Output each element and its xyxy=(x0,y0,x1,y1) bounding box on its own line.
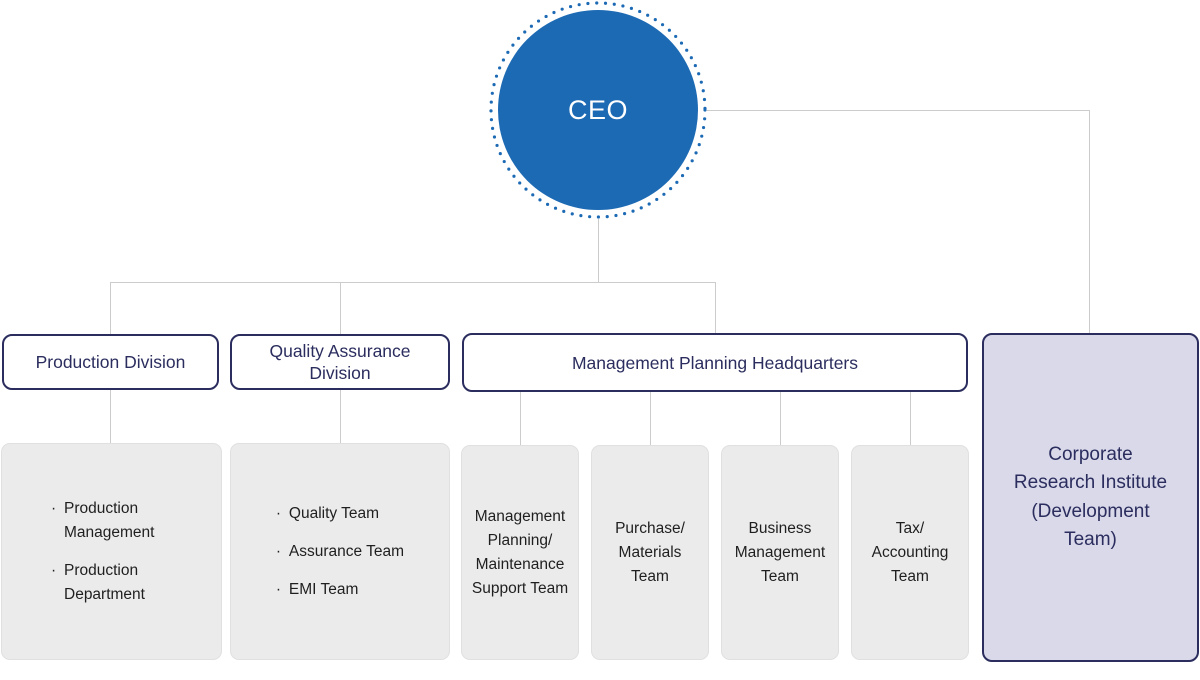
connector-ceo-to-institute-horizontal xyxy=(707,110,1090,111)
team-list: · Production Management · Production Dep… xyxy=(51,497,172,607)
team-list-item: · EMI Team xyxy=(276,578,404,602)
bullet-dot: · xyxy=(275,542,282,560)
team-label-line: Business xyxy=(748,519,812,537)
connector-drop-mph xyxy=(715,282,716,333)
team-label-line: Maintenance xyxy=(475,555,565,573)
team-item-text: Quality Team xyxy=(288,504,380,522)
connector-main-horizontal xyxy=(110,282,716,283)
ceo-dotted-ring xyxy=(489,1,707,219)
team-label-line: Planning/ xyxy=(487,531,553,549)
team-list-item: · Quality Team xyxy=(276,502,404,526)
node-production-division: Production Division xyxy=(2,334,219,390)
team-label: Purchase/ Materials Team xyxy=(615,517,685,589)
team-list: · Quality Team · Assurance Team · EMI Te… xyxy=(276,502,404,602)
node-label-line: Team) xyxy=(1064,529,1117,550)
connector-drop-production xyxy=(110,282,111,334)
team-item-text: EMI Team xyxy=(288,580,359,598)
team-item-text: Production Department xyxy=(64,561,145,603)
node-label-line: Corporate xyxy=(1048,443,1133,465)
node-business-management-team: Business Management Team xyxy=(721,445,839,660)
team-list-item: · Production Management xyxy=(51,497,172,545)
connector-mph-to-team-2 xyxy=(650,392,651,445)
team-label: Management Planning/ Maintenance Support… xyxy=(472,505,568,601)
connector-drop-qa xyxy=(340,282,341,334)
node-label-line: Division xyxy=(309,363,371,383)
team-label-line: Tax/ xyxy=(895,519,925,537)
connector-production-to-teams xyxy=(110,390,111,443)
bullet-dot: · xyxy=(51,499,57,517)
team-label: Tax/ Accounting Team xyxy=(872,517,949,589)
connector-ceo-stem xyxy=(598,219,599,282)
node-label-line: Research Institute xyxy=(1013,472,1168,493)
node-label-line: (Development xyxy=(1031,500,1150,522)
connector-mph-to-team-1 xyxy=(520,392,521,445)
connector-institute-drop xyxy=(1089,110,1090,333)
node-label-line: Management Planning Headquarters xyxy=(571,352,858,373)
team-label-line: Support Team xyxy=(471,579,569,597)
team-label-line: Materials xyxy=(618,543,682,561)
node-management-planning-maintenance-support-team: Management Planning/ Maintenance Support… xyxy=(461,445,579,660)
bullet-dot: · xyxy=(275,504,282,522)
team-label-line: Management xyxy=(734,543,826,561)
bullet-dot: · xyxy=(275,580,282,598)
node-label-line: Production Division xyxy=(35,352,186,372)
node-tax-accounting-team: Tax/ Accounting Team xyxy=(851,445,969,660)
connector-qa-to-teams xyxy=(340,390,341,443)
team-label-line: Accounting xyxy=(871,543,949,561)
node-corporate-research-institute: Corporate Research Institute (Developmen… xyxy=(982,333,1199,662)
team-list-item: · Production Department xyxy=(51,559,172,607)
node-label-line: Quality Assurance xyxy=(269,341,411,361)
bullet-dot: · xyxy=(51,561,57,579)
team-label-line: Management xyxy=(474,507,566,525)
connector-mph-to-team-4 xyxy=(910,392,911,445)
node-quality-assurance-teams: · Quality Team · Assurance Team · EMI Te… xyxy=(230,443,450,660)
team-label: Business Management Team xyxy=(735,517,825,589)
node-production-teams: · Production Management · Production Dep… xyxy=(1,443,222,660)
team-label-line: Team xyxy=(631,567,669,585)
team-item-text: Assurance Team xyxy=(288,542,405,560)
ceo-node: CEO xyxy=(488,0,708,220)
ceo-circle: CEO xyxy=(498,10,698,210)
team-label-line: Team xyxy=(761,567,799,585)
connector-mph-to-team-3 xyxy=(780,392,781,445)
ceo-label: CEO xyxy=(567,94,628,125)
node-purchase-materials-team: Purchase/ Materials Team xyxy=(591,445,709,660)
node-quality-assurance-division: Quality Assurance Division xyxy=(230,334,450,390)
team-list-item: · Assurance Team xyxy=(276,540,404,564)
team-label-line: Purchase/ xyxy=(615,519,685,537)
team-label-line: Team xyxy=(891,567,929,585)
team-item-text: Production Management xyxy=(64,499,155,541)
node-management-planning-headquarters: Management Planning Headquarters xyxy=(462,333,968,392)
